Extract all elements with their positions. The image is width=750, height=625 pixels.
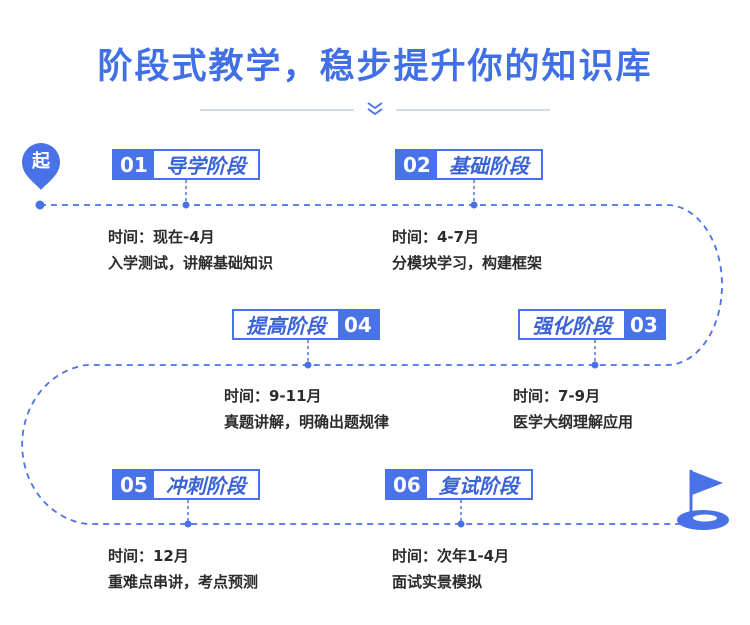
- stage-time: 时间：12月: [108, 547, 189, 565]
- stage-badge-05: 05 冲刺阶段: [112, 469, 260, 500]
- stage-desc-04: 时间：9-11月 真题讲解，明确出题规律: [224, 383, 389, 435]
- stage-badge-01: 01 导学阶段: [112, 149, 260, 180]
- stage-content: 医学大纲理解应用: [513, 413, 634, 431]
- stage-number: 02: [397, 151, 437, 178]
- start-label: 起: [32, 151, 50, 172]
- stage-name: 冲刺阶段: [165, 474, 246, 498]
- route-dashed-line: [21, 204, 723, 525]
- page-title: 阶段式教学，稳步提升你的知识库: [97, 47, 653, 87]
- stage-desc-01: 时间：现在-4月 入学测试，讲解基础知识: [108, 224, 273, 276]
- stage-desc-06: 时间：次年1-4月 面试实景模拟: [392, 543, 509, 595]
- stage-time: 时间：7-9月: [513, 387, 601, 405]
- stage-dot-05: [184, 520, 192, 528]
- stage-dot-01: [182, 201, 190, 209]
- stage-name: 基础阶段: [448, 154, 529, 178]
- goal-flag-icon: [677, 470, 729, 530]
- stage-time: 时间：现在-4月: [108, 228, 215, 246]
- stage-dots: [35, 200, 599, 528]
- stage-desc-05: 时间：12月 重难点串讲，考点预测: [108, 543, 258, 595]
- stage-badge-02: 02 基础阶段: [395, 149, 543, 180]
- stage-time: 时间：9-11月: [224, 387, 322, 405]
- stage-desc-02: 时间：4-7月 分模块学习，构建框架: [392, 224, 542, 276]
- stage-badge-03: 强化阶段 03: [518, 309, 666, 340]
- stage-number: 05: [114, 471, 154, 498]
- start-dot: [35, 200, 45, 210]
- stage-content: 分模块学习，构建框架: [392, 254, 543, 272]
- stage-content: 真题讲解，明确出题规律: [224, 413, 390, 431]
- stage-name: 导学阶段: [165, 154, 246, 178]
- stage-dot-02: [470, 201, 478, 209]
- stage-content: 入学测试，讲解基础知识: [108, 254, 274, 272]
- stage-name: 复试阶段: [438, 474, 519, 498]
- stage-badge-04: 提高阶段 04: [232, 309, 380, 340]
- stage-dot-03: [591, 361, 599, 369]
- stage-number: 03: [624, 311, 664, 338]
- stage-name: 强化阶段: [532, 314, 612, 338]
- stage-dot-04: [304, 361, 312, 369]
- stage-dot-06: [457, 520, 465, 528]
- stage-time: 时间：次年1-4月: [392, 547, 510, 565]
- double-chevron-down-icon: [367, 102, 383, 116]
- stage-badge-06: 06 复试阶段: [385, 469, 533, 500]
- stage-content: 面试实景模拟: [392, 573, 483, 591]
- stage-content: 重难点串讲，考点预测: [108, 573, 259, 591]
- stage-number: 01: [114, 151, 154, 178]
- stage-number: 04: [338, 311, 378, 338]
- stage-time: 时间：4-7月: [392, 228, 480, 246]
- stage-number: 06: [387, 471, 427, 498]
- stage-desc-03: 时间：7-9月 医学大纲理解应用: [513, 383, 633, 435]
- stage-name: 提高阶段: [246, 314, 326, 338]
- location-pin-icon: [22, 143, 60, 190]
- stage-connectors: [185, 180, 596, 524]
